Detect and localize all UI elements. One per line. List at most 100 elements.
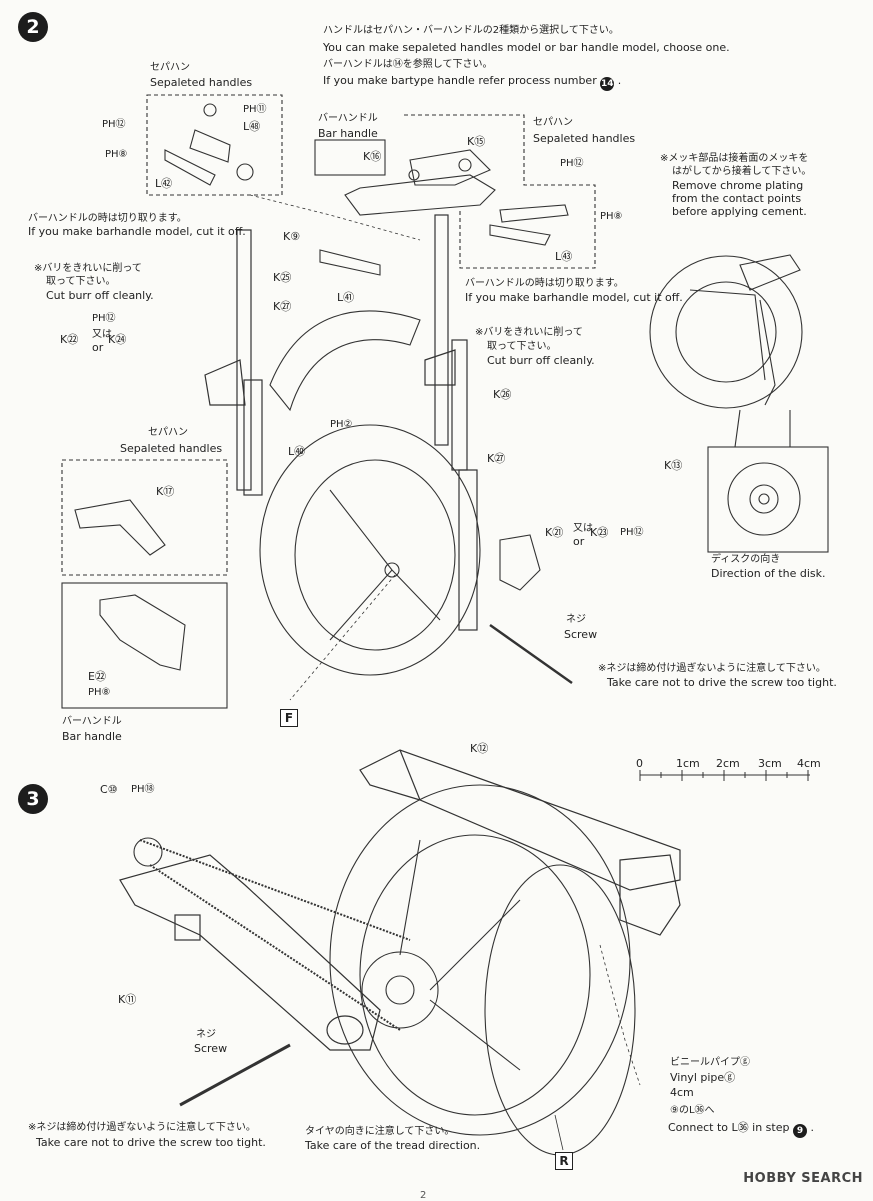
part-k27b: K㉗ bbox=[487, 452, 506, 465]
part-k12: K⑫ bbox=[470, 742, 489, 755]
part-k24: K㉔ bbox=[108, 333, 127, 346]
view-r-box: R bbox=[555, 1152, 573, 1170]
left-handle-parts bbox=[164, 103, 254, 186]
part-ph8-bar: PH⑧ bbox=[88, 687, 111, 698]
brake-disk bbox=[727, 462, 801, 536]
step-2-badge: 2 bbox=[18, 12, 48, 42]
wheel-detail-circle bbox=[649, 255, 803, 409]
intro-text-en: You can make sepaleted handles model or … bbox=[323, 41, 730, 54]
scale-label-0: 0 bbox=[636, 757, 643, 770]
part-ph11: PH⑪ bbox=[243, 104, 267, 115]
step-3-badge: 3 bbox=[18, 784, 48, 814]
connect-note-jp: ⑨のL㊱へ bbox=[670, 1105, 715, 1116]
scale-label-2: 2cm bbox=[716, 757, 740, 770]
burr-note-left-jp-1: ※バリをきれいに削って bbox=[34, 263, 142, 274]
front-caliper bbox=[499, 534, 541, 591]
sep-handle-box-left bbox=[146, 94, 283, 196]
scale-label-1: 1cm bbox=[676, 757, 700, 770]
chrome-note-en-1: Remove chrome plating bbox=[672, 179, 804, 192]
part-k15: K⑮ bbox=[467, 135, 486, 148]
front-fender bbox=[269, 310, 421, 412]
vinyl-pipe-jp: ビニールパイプⓖ bbox=[670, 1057, 750, 1068]
part-l48: L㊽ bbox=[243, 120, 261, 133]
tread-note-en: Take care of the tread direction. bbox=[305, 1139, 481, 1152]
or-jp: 又は bbox=[92, 329, 112, 340]
part-k9: K⑨ bbox=[283, 230, 301, 243]
part-k13: K⑬ bbox=[664, 459, 683, 472]
sep-handles-bottom-jp: セパハン bbox=[148, 427, 188, 438]
part-l43: L㊸ bbox=[555, 250, 573, 263]
part-k23: K㉓ bbox=[590, 526, 609, 539]
part-k25: K㉕ bbox=[273, 271, 292, 284]
screw-jp-front: ネジ bbox=[566, 614, 586, 625]
bar-handle-bottom-jp: バーハンドル bbox=[62, 716, 122, 727]
leader-lines bbox=[249, 194, 421, 701]
sep-handle-part-k17 bbox=[74, 499, 166, 556]
bar-handle-label-box bbox=[314, 139, 386, 176]
screw-note-front-en: Take care not to drive the screw too tig… bbox=[607, 676, 837, 689]
burr-note-left-en: Cut burr off cleanly. bbox=[46, 289, 154, 302]
part-ph2: PH② bbox=[330, 419, 353, 430]
right-handle-parts bbox=[489, 204, 569, 246]
ref-text-jp: バーハンドルは⑭を参照して下さい。 bbox=[323, 59, 493, 70]
screw-note-rear-en: Take care not to drive the screw too tig… bbox=[36, 1136, 266, 1149]
or-en-2: or bbox=[573, 535, 585, 548]
ref-text-en-label: If you make bartype handle refer process… bbox=[323, 74, 597, 87]
view-f-box: F bbox=[280, 709, 298, 727]
part-ph8-right: PH⑧ bbox=[600, 211, 623, 222]
part-ph12: PH⑫ bbox=[102, 119, 126, 130]
rear-wheel bbox=[329, 784, 636, 1156]
bar-handle-jp-label: バーハンドル bbox=[318, 113, 378, 124]
screw-jp-rear: ネジ bbox=[196, 1029, 216, 1040]
sep-handles-jp-label: セパハン bbox=[150, 62, 190, 73]
tread-note-jp: タイヤの向きに注意して下さい。 bbox=[305, 1126, 455, 1137]
part-ph12-fork: PH⑫ bbox=[92, 313, 116, 324]
connect-note-en-label: Connect to L㊱ in step bbox=[668, 1121, 790, 1134]
hobby-search-logo: HOBBY SEARCH bbox=[743, 1171, 863, 1186]
connect-note-en: Connect to L㊱ in step 9 . bbox=[668, 1121, 814, 1138]
sep-handle-box-right bbox=[404, 114, 596, 269]
disk-direction-en: Direction of the disk. bbox=[711, 567, 826, 580]
front-screw bbox=[489, 623, 573, 685]
scale-label-4: 4cm bbox=[797, 757, 821, 770]
disk-direction-jp: ディスクの向き bbox=[711, 554, 781, 565]
bar-handle-part bbox=[99, 594, 186, 671]
page-number: 2 bbox=[420, 1190, 427, 1201]
sep-handle-box-bottom bbox=[61, 459, 228, 576]
chrome-note-en-2: from the contact points bbox=[672, 192, 802, 205]
rear-screw bbox=[179, 1043, 291, 1107]
cut-note-left-jp: バーハンドルの時は切り取ります。 bbox=[28, 213, 187, 224]
chrome-note-jp-2: はがしてから接着して下さい。 bbox=[672, 166, 812, 177]
screw-en-rear: Screw bbox=[194, 1042, 228, 1055]
cut-note-right-en: If you make barhandle model, cut it off. bbox=[465, 291, 683, 304]
part-k21: K㉑ bbox=[545, 526, 564, 539]
scale-label-3: 3cm bbox=[758, 757, 782, 770]
chrome-note-en-3: before applying cement. bbox=[672, 205, 807, 218]
fork-brace bbox=[319, 249, 381, 276]
screw-note-rear-jp: ※ネジは締め付け過ぎないように注意して下さい。 bbox=[28, 1122, 256, 1133]
bar-handle-bottom-en: Bar handle bbox=[62, 730, 122, 743]
part-l41: L㊶ bbox=[337, 291, 355, 304]
part-k16: K⑯ bbox=[363, 150, 382, 163]
part-e22: E㉒ bbox=[88, 670, 106, 683]
part-k17: K⑰ bbox=[156, 485, 175, 498]
scale-bar bbox=[639, 770, 810, 781]
intro-text-jp: ハンドルはセパハン・バーハンドルの2種類から選択して下さい。 bbox=[323, 25, 619, 36]
front-sprocket bbox=[133, 837, 163, 867]
part-l40: L㊵ bbox=[288, 445, 306, 458]
part-c10: C⑩ bbox=[100, 783, 118, 796]
cut-note-right-jp: バーハンドルの時は切り取ります。 bbox=[465, 278, 624, 289]
part-k26: K㉖ bbox=[493, 388, 512, 401]
or-en: or bbox=[92, 341, 104, 354]
chrome-note-jp-1: ※メッキ部品は接着面のメッキを bbox=[660, 153, 809, 164]
sep-handles-en-label: Sepaleted handles bbox=[150, 76, 253, 89]
vinyl-pipe-length: 4cm bbox=[670, 1086, 694, 1099]
cut-note-left-en: If you make barhandle model, cut it off. bbox=[28, 225, 246, 238]
top-bridge bbox=[344, 149, 496, 216]
front-wheel bbox=[259, 424, 481, 676]
drive-chain bbox=[139, 839, 411, 1031]
sep-handles-right-en: Sepaleted handles bbox=[533, 132, 636, 145]
part-ph18: PH⑱ bbox=[131, 784, 155, 795]
part-k27: K㉗ bbox=[273, 300, 292, 313]
